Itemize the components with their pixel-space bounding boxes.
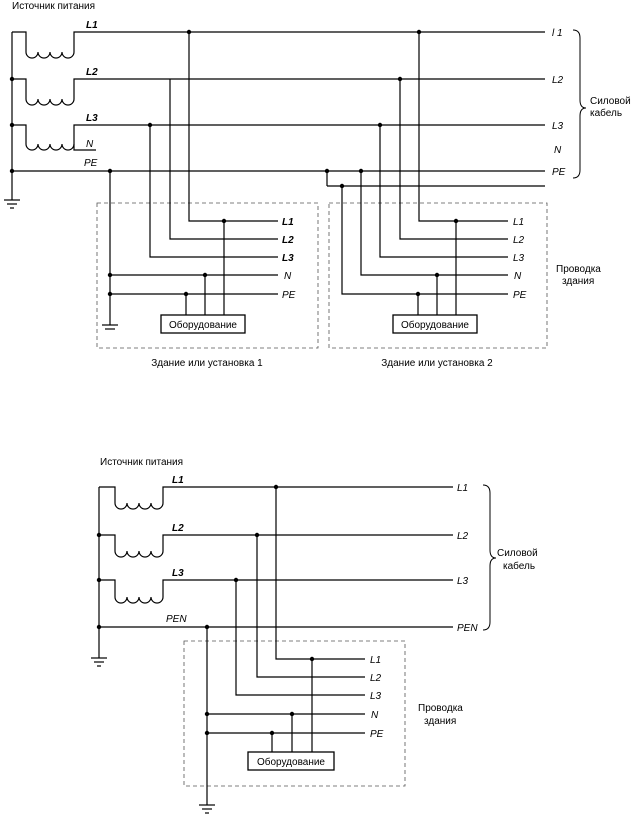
top-diagram: Источник питания L1 L2 L3 N PE l <box>4 1 631 369</box>
top-building-1-wiring <box>109 32 278 325</box>
bottom-source-ground-icon <box>91 657 107 667</box>
bottom-cable-label-2: кабель <box>503 560 535 572</box>
bottom-b-l3: L3 <box>370 691 382 702</box>
bottom-cable-l1: L1 <box>457 483 468 494</box>
top-cable-l3: L3 <box>552 121 564 132</box>
bottom-cable-brace-icon <box>482 484 497 631</box>
top-building-wires-label-1: Проводка <box>556 264 601 275</box>
top-building-2-wiring <box>326 32 508 315</box>
top-source-pe: PE <box>84 158 98 169</box>
top-source-l3: L3 <box>86 113 98 124</box>
top-equipment-2-label: Оборудование <box>401 319 469 331</box>
top-source-label: Источник питания <box>12 1 95 12</box>
bottom-diagram: Источник питания L1 L2 L3 PEN L1 L2 L3 P… <box>91 457 538 814</box>
top-source-l1: L1 <box>86 20 98 31</box>
bottom-b-pe: PE <box>370 729 384 740</box>
top-transformer-coils-icon <box>12 31 545 151</box>
bottom-b-n: N <box>371 710 379 721</box>
bottom-source-pen: PEN <box>166 614 187 625</box>
top-cable-l2: L2 <box>552 75 564 86</box>
bottom-cable-l3: L3 <box>457 576 469 587</box>
top-b2-pe: PE <box>513 290 527 301</box>
bottom-source-label: Источник питания <box>100 457 183 468</box>
top-b2-l1: L1 <box>513 217 524 228</box>
bottom-b-l2: L2 <box>370 673 382 684</box>
top-cable-label-2: кабель <box>590 107 622 119</box>
top-b1-l3: L3 <box>282 253 294 264</box>
top-source-ground-icon <box>4 199 20 209</box>
bottom-building-boundary <box>183 640 406 787</box>
top-cable-label-1: Силовой <box>590 96 631 107</box>
top-equipment-2-box <box>392 314 478 334</box>
top-building-1-boundary <box>96 202 319 349</box>
bottom-source-l2: L2 <box>172 523 184 534</box>
top-b1-l1: L1 <box>282 217 294 228</box>
top-b2-l3: L3 <box>513 253 525 264</box>
top-building-1-caption: Здание или установка 1 <box>151 358 263 369</box>
bottom-cable-label-1: Силовой <box>497 548 538 559</box>
bottom-transformer-coils-icon <box>99 486 453 604</box>
bottom-cable-pen: PEN <box>457 623 478 634</box>
top-cable-n: N <box>554 145 562 156</box>
bottom-building-wires-label-1: Проводка <box>418 703 463 714</box>
top-cable-pe: PE <box>552 167 566 178</box>
top-equipment-1-label: Оборудование <box>169 319 237 331</box>
top-building-2-boundary <box>328 202 548 349</box>
bottom-cable-l2: L2 <box>457 531 469 542</box>
top-b1-n: N <box>284 271 292 282</box>
bottom-building-wiring <box>206 487 365 805</box>
top-equipment-1-box <box>160 314 246 334</box>
bottom-building-wires-label-2: здания <box>424 716 456 727</box>
bottom-equipment-box <box>247 751 335 771</box>
top-building-1-ground-icon <box>102 324 118 330</box>
top-cable-l1: l 1 <box>552 28 563 39</box>
top-source-n: N <box>86 139 94 150</box>
top-building-2-caption: Здание или установка 2 <box>381 358 493 369</box>
top-building-wires-label-2: здания <box>562 276 594 287</box>
top-b1-l2: L2 <box>282 235 294 246</box>
bottom-building-ground-icon <box>199 804 215 814</box>
bottom-source-l1: L1 <box>172 475 184 486</box>
top-b1-pe: PE <box>282 290 296 301</box>
top-source-l2: L2 <box>86 67 98 78</box>
bottom-source-l3: L3 <box>172 568 184 579</box>
bottom-equipment-label: Оборудование <box>257 756 325 768</box>
bottom-b-l1: L1 <box>370 655 381 666</box>
top-cable-brace-icon <box>572 29 587 179</box>
top-b2-n: N <box>514 271 522 282</box>
top-b2-l2: L2 <box>513 235 525 246</box>
